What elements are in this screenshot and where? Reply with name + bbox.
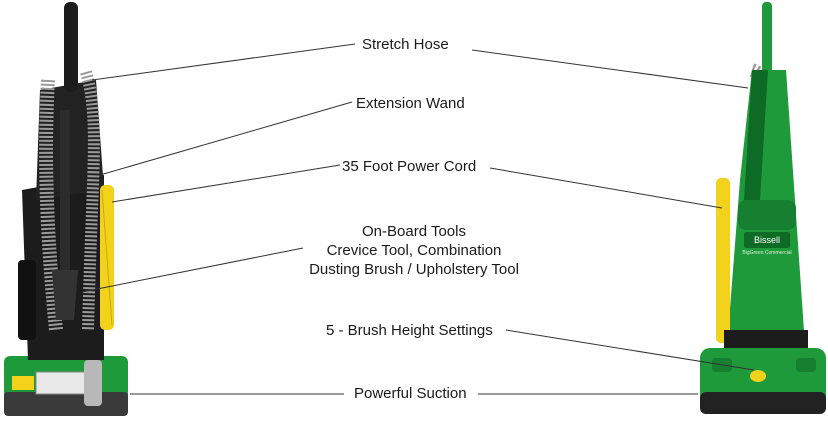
leader-onboard-tools bbox=[81, 247, 304, 293]
rear-extension-wand bbox=[60, 110, 70, 270]
brand-sub-text: BigGreen Commercial bbox=[742, 250, 791, 256]
label-power-cord: 35 Foot Power Cord bbox=[342, 158, 477, 175]
leader-power-cord-left bbox=[111, 164, 341, 203]
brand-badge-text: Bissell bbox=[754, 235, 780, 245]
label-onboard-tools-line2: Crevice Tool, Combination bbox=[326, 242, 502, 259]
label-brush-height: 5 - Brush Height Settings bbox=[326, 322, 493, 339]
rear-pedal bbox=[12, 376, 34, 390]
leader-power-cord-right bbox=[489, 167, 723, 209]
rear-stretch-hose bbox=[39, 79, 63, 331]
label-onboard-tools-line3: Dusting Brush / Upholstery Tool bbox=[309, 261, 519, 278]
label-extension-wand: Extension Wand bbox=[356, 95, 465, 112]
label-stretch-hose: Stretch Hose bbox=[362, 36, 449, 53]
front-handle bbox=[762, 2, 772, 82]
leader-brush-height bbox=[505, 329, 755, 371]
leader-stretch-hose-left bbox=[91, 43, 356, 81]
label-onboard-tools: On-Board Tools Crevice Tool, Combination… bbox=[303, 222, 525, 279]
leader-extension-wand bbox=[99, 101, 353, 176]
rear-onboard-tools bbox=[52, 270, 78, 320]
rear-handle bbox=[64, 2, 78, 92]
leader-stretch-hose-right bbox=[471, 49, 749, 89]
brush-height-knob bbox=[750, 370, 766, 382]
label-onboard-tools-line1: On-Board Tools bbox=[362, 223, 466, 240]
front-power-cord bbox=[716, 178, 730, 343]
label-suction: Powerful Suction bbox=[354, 385, 467, 402]
front-brand-badge bbox=[744, 232, 790, 248]
